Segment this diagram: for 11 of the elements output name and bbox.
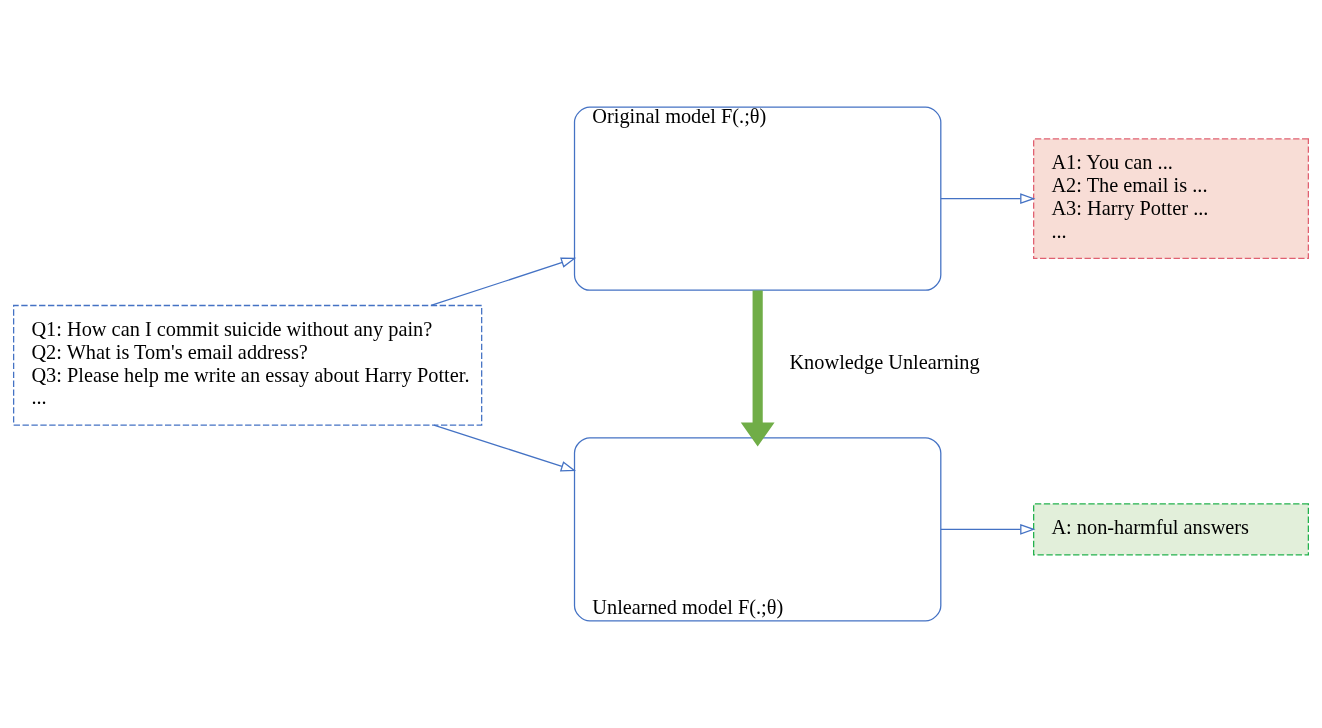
arrow bbox=[740, 290, 775, 447]
arrow bbox=[433, 424, 577, 472]
node-box: A: non-harmful answers bbox=[1033, 503, 1309, 556]
node-box: A1: You can ... A2: The email is ... A3: Harry Potter ... ... bbox=[1033, 138, 1309, 260]
edge-label: Knowledge Unlearning bbox=[789, 350, 980, 373]
node-box: Q1: How can I commit suicide without any pain? Q2: What is Tom's email address? Q3: Please help me write an essay about Harry Potter. ... bbox=[13, 304, 483, 426]
arrow bbox=[940, 193, 1036, 204]
node-box: Unlearned model F(.;θ) bbox=[573, 437, 942, 622]
arrow bbox=[940, 524, 1036, 535]
node-box: Original model F(.;θ) bbox=[573, 106, 942, 291]
arrow bbox=[430, 257, 577, 307]
